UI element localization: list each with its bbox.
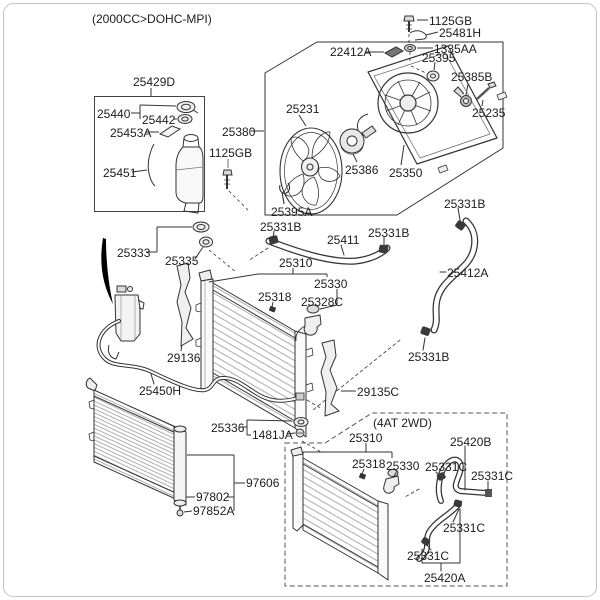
reservoir-bracket-29136 <box>176 262 194 347</box>
fan-shroud-drawing <box>367 45 508 174</box>
fan-motor-drawing <box>339 113 377 163</box>
page-border <box>3 3 597 597</box>
receiver-drier <box>173 426 187 506</box>
reservoir-hose-group <box>96 319 323 410</box>
shroud-leader-and-bolt <box>222 130 264 213</box>
fan-assembly-group <box>264 41 504 216</box>
fan-blade-drawing <box>279 114 343 215</box>
lower-hose-group <box>312 207 479 411</box>
main-radiator-group <box>195 268 356 453</box>
reservoir-box-group <box>94 88 205 214</box>
condenser-group <box>85 377 245 517</box>
upper-hose-group <box>247 230 391 265</box>
radiator-bracket-29135C <box>320 339 340 417</box>
top-hardware-group <box>366 15 440 82</box>
radiator-cap-group <box>146 221 237 273</box>
variant-radiator-group <box>290 443 400 581</box>
variant-hoses-group <box>404 445 492 572</box>
thermo-sensor-group <box>453 81 497 107</box>
swoosh-mark <box>101 238 113 304</box>
washer-bottle-group <box>101 238 194 360</box>
variant-box-group <box>284 412 508 587</box>
